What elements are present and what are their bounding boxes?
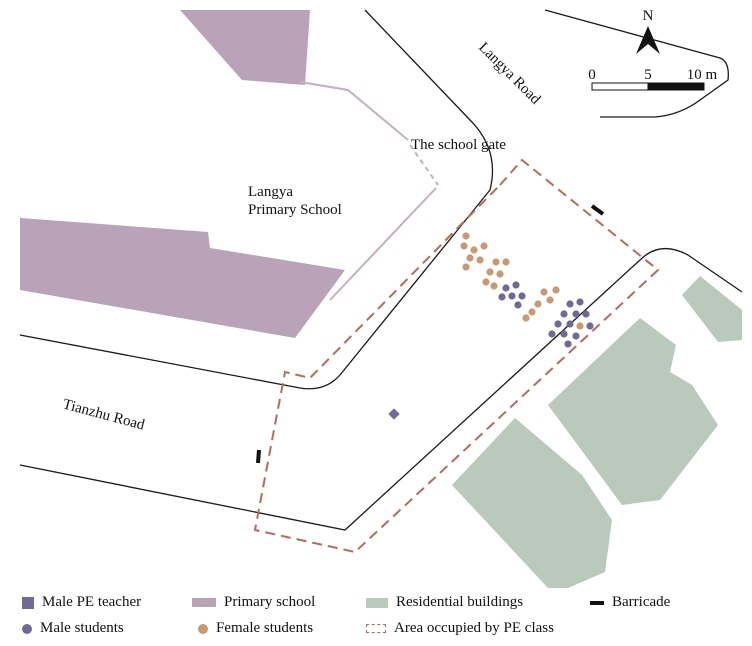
male-student xyxy=(586,322,594,330)
legend-residential: Residential buildings xyxy=(366,594,523,611)
male-student xyxy=(518,292,526,300)
school-name-line2: Primary School xyxy=(248,202,342,218)
female-student xyxy=(480,242,488,250)
legend-area-label: Area occupied by PE class xyxy=(394,620,554,636)
male-student xyxy=(576,298,584,306)
female-student xyxy=(460,242,468,250)
legend: Male PE teacher Primary school Residenti… xyxy=(0,590,752,646)
male-student xyxy=(554,320,562,328)
north-label: N xyxy=(643,8,654,24)
female-student xyxy=(522,314,530,322)
male-teacher-swatch xyxy=(22,596,34,609)
female-student xyxy=(470,246,478,254)
male-student xyxy=(572,332,580,340)
school-building-main xyxy=(20,218,345,338)
female-student xyxy=(476,256,484,264)
map-canvas: N 0 5 10 m Langya Road Tianzhu Road The … xyxy=(19,8,743,588)
female-student xyxy=(552,286,560,294)
male-student xyxy=(564,340,572,348)
male-student xyxy=(508,292,516,300)
female-student xyxy=(534,300,542,308)
barricade-north xyxy=(590,204,605,216)
female-student xyxy=(576,322,584,330)
female-student xyxy=(482,278,490,286)
legend-male-students-label: Male students xyxy=(40,620,124,636)
male-student xyxy=(498,293,506,301)
tianzhu-road-label: Tianzhu Road xyxy=(61,396,147,433)
male-student xyxy=(560,330,568,338)
female-student xyxy=(462,263,470,271)
male-student xyxy=(548,330,556,338)
female-student xyxy=(540,288,548,296)
legend-primary-school-label: Primary school xyxy=(224,594,316,610)
female-student xyxy=(490,282,498,290)
legend-male-teacher: Male PE teacher xyxy=(22,594,141,611)
legend-male-students: Male students xyxy=(22,620,124,637)
female-student xyxy=(462,232,470,240)
road-curb-c xyxy=(544,9,729,118)
female-students-swatch xyxy=(198,623,208,634)
road-curb-a xyxy=(19,9,494,390)
scale-label-0: 0 xyxy=(588,67,596,83)
road-curb-b xyxy=(19,248,743,531)
legend-barricade: Barricade xyxy=(590,594,670,611)
residential-building-1 xyxy=(682,276,742,342)
scale-label-5: 5 xyxy=(644,67,652,83)
pe-class-area xyxy=(253,158,660,554)
area-swatch xyxy=(366,624,386,633)
legend-primary-school: Primary school xyxy=(192,594,315,611)
female-student xyxy=(486,268,494,276)
school-fence xyxy=(299,81,409,141)
legend-area: Area occupied by PE class xyxy=(366,620,554,637)
female-students xyxy=(460,232,584,330)
male-student xyxy=(566,320,574,328)
male-student xyxy=(512,281,520,289)
school-fence-diagonal xyxy=(329,187,437,301)
male-students-swatch xyxy=(22,623,32,634)
school-name-line1: Langya xyxy=(248,184,293,200)
school-fence-dashed xyxy=(409,144,439,186)
male-student xyxy=(572,310,580,318)
north-arrow-icon xyxy=(636,26,660,54)
male-student xyxy=(582,310,590,318)
female-student xyxy=(492,258,500,266)
male-students xyxy=(498,281,594,348)
legend-male-teacher-label: Male PE teacher xyxy=(42,594,142,610)
scale-label-10: 10 m xyxy=(687,67,718,83)
female-student xyxy=(502,258,510,266)
male-student xyxy=(514,301,522,309)
residential-building-3 xyxy=(452,418,612,588)
barricade-west xyxy=(256,449,261,464)
female-student xyxy=(546,296,554,304)
school-building-north xyxy=(180,10,310,85)
langya-road-label: Langya Road xyxy=(475,40,544,109)
school-gate-label: The school gate xyxy=(411,137,506,153)
legend-residential-label: Residential buildings xyxy=(396,594,524,610)
female-student xyxy=(528,308,536,316)
residential-building-2 xyxy=(548,318,718,505)
male-student xyxy=(566,300,574,308)
legend-female-students-label: Female students xyxy=(216,620,314,636)
male-student xyxy=(502,284,510,292)
barricade-swatch xyxy=(590,600,604,605)
primary-school-swatch xyxy=(192,598,216,607)
female-student xyxy=(466,254,474,262)
male-student xyxy=(560,310,568,318)
scale-bar xyxy=(591,82,705,91)
legend-barricade-label: Barricade xyxy=(612,594,671,610)
male-pe-teacher-marker xyxy=(388,408,400,420)
legend-female-students: Female students xyxy=(198,620,313,637)
residential-swatch xyxy=(366,597,388,608)
female-student xyxy=(496,270,504,278)
